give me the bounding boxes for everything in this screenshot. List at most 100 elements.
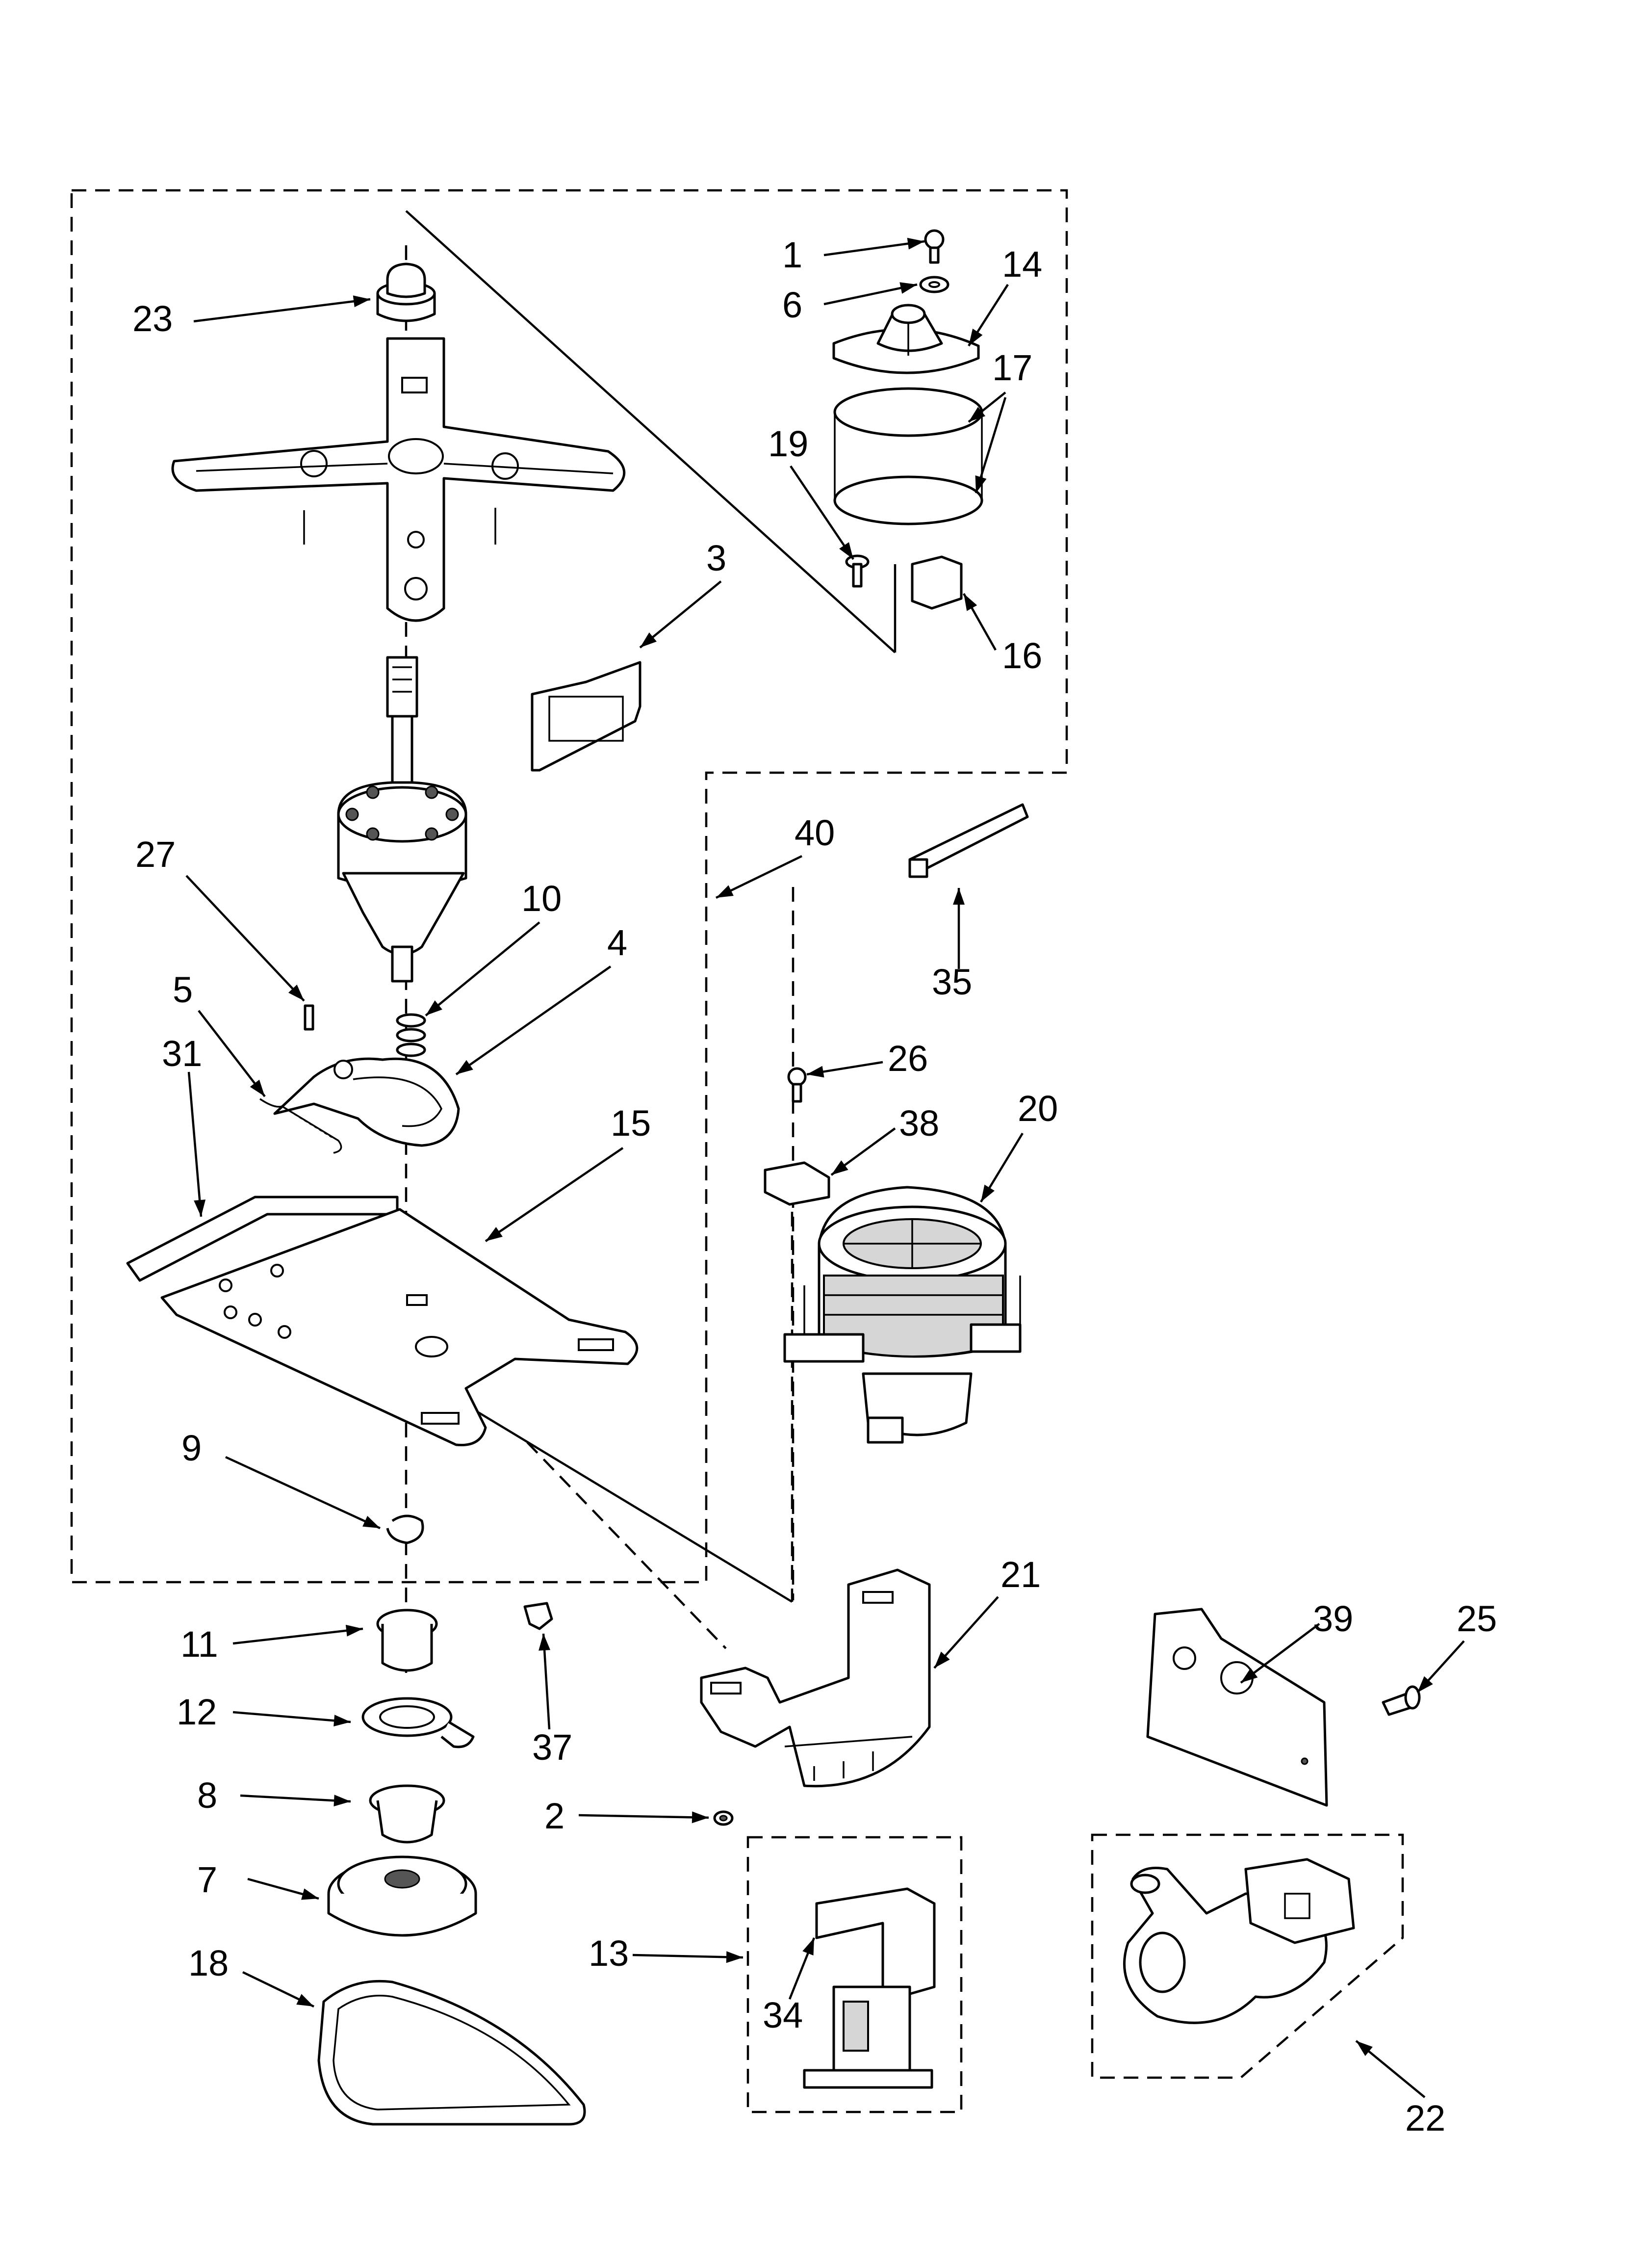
callout-16: 16 (1002, 635, 1042, 676)
part-4-brake-band (273, 1057, 460, 1147)
pump-assembly-outline (1091, 1833, 1404, 2079)
leader-line-15 (485, 1147, 624, 1242)
part-6-washer (919, 276, 949, 293)
leader-line-13 (632, 1954, 744, 1959)
part-8-clutch (369, 1784, 445, 1844)
part-20-motor (783, 1186, 1022, 1444)
leader-arrowhead-7 (301, 1888, 319, 1900)
callout-14: 14 (1002, 244, 1042, 285)
part-39-cover-plate (1146, 1608, 1328, 1807)
part-19-screw (845, 554, 870, 588)
leader-line-27 (185, 875, 305, 1002)
part-17-gaskets (833, 387, 983, 525)
part-25-screw (1382, 1685, 1421, 1716)
callout-leaders (185, 237, 1465, 2098)
callout-15: 15 (611, 1103, 651, 1144)
part-12-collar (361, 1697, 475, 1748)
leader-arrowhead-27 (288, 985, 304, 1001)
leader-arrowhead-34 (802, 1938, 814, 1956)
leader-arrowhead-5 (250, 1079, 265, 1096)
part-9-clip (386, 1514, 424, 1544)
leader-arrowhead-2 (692, 1811, 709, 1824)
callout-19: 19 (768, 423, 808, 464)
transmission (337, 656, 467, 983)
leader-arrowhead-26 (807, 1066, 824, 1078)
part-18-belt (317, 1980, 586, 2126)
callout-2: 2 (544, 1796, 564, 1836)
leader-arrowhead-10 (426, 1000, 442, 1016)
leader-line-31 (187, 1071, 203, 1217)
leader-arrowhead-20 (981, 1184, 995, 1202)
leader-line-12 (232, 1711, 351, 1723)
callout-25: 25 (1457, 1598, 1497, 1639)
capacitor-assembly-outline (746, 1836, 963, 2113)
leader-arrowhead-11 (345, 1624, 363, 1637)
callout-26: 26 (888, 1038, 928, 1079)
part-15-baseplate (160, 1208, 639, 1447)
callout-9: 9 (181, 1428, 202, 1468)
leader-arrowhead-13 (726, 1951, 743, 1963)
part-10-springs (396, 1013, 426, 1057)
callout-7: 7 (197, 1859, 217, 1900)
part-26-screw (787, 1067, 807, 1103)
callout-20: 20 (1018, 1088, 1058, 1129)
leader-arrowhead-38 (831, 1160, 848, 1175)
leader-line-3 (639, 580, 722, 649)
leader-arrowhead-17b (975, 475, 987, 493)
leader-arrowhead-4 (456, 1060, 473, 1074)
callout-21: 21 (1001, 1554, 1041, 1595)
leader-arrowhead-37 (539, 1634, 551, 1651)
part-13-switch (803, 1985, 933, 2089)
leader-arrowhead-1 (907, 237, 924, 250)
leader-line-17b (975, 397, 1007, 494)
leader-line-23 (193, 298, 371, 323)
leader-line-2 (578, 1814, 709, 1819)
part-35-cable-tie (908, 803, 1029, 878)
leader-line-1 (823, 240, 925, 257)
leader-line-9 (225, 1456, 381, 1530)
part-22-pump (1123, 1858, 1355, 2024)
callout-3: 3 (706, 538, 726, 578)
part-5-spring (259, 1098, 342, 1154)
transmission-assembly-outline (70, 189, 1068, 1584)
leader-arrowhead-31 (194, 1199, 206, 1217)
leader-line-19 (790, 465, 854, 560)
callout-1: 1 (782, 235, 802, 275)
leader-line-10 (425, 921, 540, 1017)
leader-arrowhead-35 (953, 888, 965, 905)
leader-arrowhead-14 (969, 328, 983, 346)
part-7-pulley (327, 1855, 477, 1937)
callout-22: 22 (1405, 2098, 1445, 2138)
callout-8: 8 (197, 1775, 217, 1816)
part-27-pin (304, 1004, 314, 1031)
callout-39: 39 (1313, 1598, 1353, 1639)
leader-arrowhead-21 (934, 1651, 950, 1668)
leader-arrowhead-16 (964, 594, 977, 611)
callout-12: 12 (177, 1692, 217, 1732)
part-3-gasket (531, 661, 641, 772)
callout-13: 13 (589, 1933, 629, 1974)
part-16-clip (911, 555, 963, 610)
callout-23: 23 (132, 298, 173, 339)
callout-5: 5 (173, 969, 193, 1010)
part-34-bracket (815, 1887, 936, 2003)
leader-arrowhead-23 (353, 295, 370, 308)
leader-arrowhead-19 (839, 542, 853, 559)
part-11-bushing (376, 1609, 438, 1672)
leader-arrowhead-17 (969, 407, 986, 422)
callout-4: 4 (607, 922, 627, 963)
leader-arrowhead-9 (362, 1515, 380, 1528)
leader-arrowhead-18 (296, 1994, 314, 2007)
part-38-plate (764, 1161, 830, 1206)
part-23-hub-cap (376, 262, 436, 322)
callout-27: 27 (135, 834, 176, 875)
part-1-screw (924, 229, 945, 264)
leader-line-5 (198, 1010, 266, 1097)
leader-arrowhead-39 (1241, 1668, 1258, 1683)
callout-37: 37 (532, 1727, 572, 1768)
callout-31: 31 (162, 1033, 202, 1074)
spider-bracket (171, 337, 626, 622)
callout-17: 17 (992, 347, 1032, 388)
callout-10: 10 (521, 878, 562, 919)
